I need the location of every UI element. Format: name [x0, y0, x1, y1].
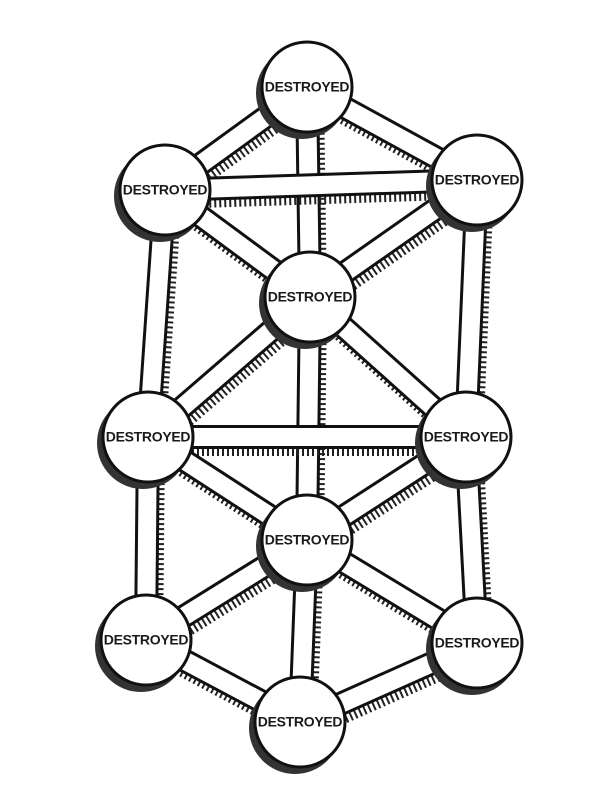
node-label: DESTROYED — [268, 289, 353, 305]
node-circle — [260, 493, 354, 587]
node-n4: DESTROYED — [259, 250, 357, 349]
node-n1: DESTROYED — [256, 40, 354, 139]
node-circle — [430, 596, 524, 690]
node-n5: DESTROYED — [97, 390, 195, 489]
node-label: DESTROYED — [106, 429, 191, 445]
node-circle — [263, 250, 357, 344]
node-label: DESTROYED — [435, 635, 520, 651]
node-n8: DESTROYED — [95, 593, 193, 692]
node-label: DESTROYED — [424, 429, 509, 445]
node-n9: DESTROYED — [426, 596, 524, 695]
node-circle — [253, 675, 347, 769]
node-circle — [118, 143, 212, 237]
node-label: DESTROYED — [258, 714, 343, 730]
node-label: DESTROYED — [265, 532, 350, 548]
node-n10: DESTROYED — [249, 675, 347, 774]
node-label: DESTROYED — [104, 632, 189, 648]
node-n3: DESTROYED — [426, 133, 524, 232]
node-label: DESTROYED — [123, 182, 208, 198]
node-label: DESTROYED — [265, 79, 350, 95]
node-n7: DESTROYED — [256, 493, 354, 592]
node-layer: DESTROYED DESTROYED DESTROYED DESTROYED DEST… — [95, 40, 524, 774]
node-n2: DESTROYED — [114, 143, 212, 242]
edge-fill — [164, 171, 478, 199]
node-circle — [101, 390, 195, 484]
node-circle — [430, 133, 524, 227]
node-label: DESTROYED — [435, 172, 520, 188]
node-circle — [99, 593, 193, 687]
node-circle — [260, 40, 354, 134]
node-circle — [419, 390, 513, 484]
node-n6: DESTROYED — [415, 390, 513, 489]
